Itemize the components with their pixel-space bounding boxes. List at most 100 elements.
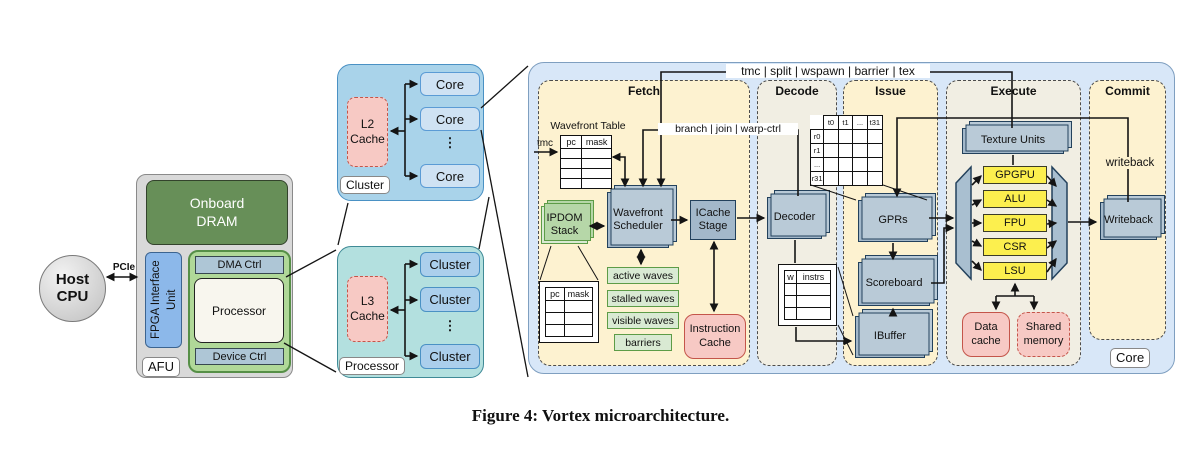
wavefront-scheduler-label: Wavefront Scheduler [613, 206, 663, 232]
l2-cache-box: L2 Cache [347, 97, 388, 167]
decoder-label: Decoder [773, 211, 816, 224]
host-cpu-label: Host CPU [55, 271, 90, 305]
afu-processor-label: Processor [211, 303, 267, 318]
decoder-box: Decoder [767, 197, 822, 239]
register-table-row: r1 [809, 143, 825, 158]
ibuffer-detail-box: w instrs [778, 264, 837, 326]
texture-units-box: Texture Units [962, 128, 1064, 154]
gprs-box: GPRs [858, 200, 928, 242]
ipdom-table-header: pc [545, 287, 565, 301]
ibuffer-table-header: instrs [795, 270, 832, 284]
fpga-interface-unit-label: FPGA Interface Unit [149, 260, 178, 340]
register-table-col: t0 [823, 115, 839, 130]
barriers-label: barriers [625, 336, 661, 349]
cluster-item-label: Cluster [429, 257, 471, 272]
core-item-label: Core [435, 76, 465, 92]
scoreboard-box: Scoreboard [858, 262, 930, 306]
l3-cache-box: L3 Cache [347, 276, 388, 342]
fpga-interface-unit-box: FPGA Interface Unit [145, 252, 182, 348]
cluster-label-chip: Cluster [340, 176, 391, 194]
writeback-box-label: Writeback [1104, 214, 1153, 227]
barriers-box: barriers [614, 334, 672, 351]
core-item-1: Core [420, 72, 480, 96]
fpu-unit-box: FPU [983, 214, 1047, 232]
register-table-col: ... [852, 115, 868, 130]
wavefront-scheduler-box: Wavefront Scheduler [607, 192, 669, 248]
ipdom-stack-label: IPDOM Stack [546, 211, 583, 237]
cluster-item-3: Cluster [420, 344, 480, 369]
cluster-item-label: Cluster [429, 349, 471, 364]
afu-processor-box: Processor [194, 278, 284, 343]
ipdom-stack-box: IPDOM Stack [541, 206, 588, 244]
scoreboard-label: Scoreboard [865, 277, 923, 290]
issue-stage-label: Issue [875, 84, 906, 98]
core-label-chip: Core [1110, 348, 1151, 368]
instruction-cache-label: Instruction Cache [689, 322, 741, 349]
shared-memory-box: Shared memory [1017, 312, 1070, 357]
dma-ctrl-box: DMA Ctrl [195, 256, 284, 274]
onboard-dram-box: Onboard DRAM [146, 180, 288, 245]
afu-label-chip: AFU [142, 357, 180, 377]
figure-caption: Figure 4: Vortex microarchitecture. [471, 406, 730, 425]
core-item-label: Core [435, 168, 465, 184]
csr-unit-box: CSR [983, 238, 1047, 256]
visible-waves-box: visible waves [607, 312, 679, 329]
active-waves-box: active waves [607, 267, 679, 284]
ipdom-detail-box: pc mask [539, 281, 599, 343]
cores-ellipsis: ⋮ [443, 135, 457, 150]
lsu-unit-label: LSU [1004, 265, 1026, 277]
commit-stage-label: Commit [1105, 84, 1150, 98]
register-table-row: ... [809, 157, 825, 172]
wavefront-table-header: pc [559, 135, 583, 149]
dma-ctrl-label: DMA Ctrl [217, 259, 262, 271]
core-item-label: Core [435, 111, 465, 127]
fpu-unit-label: FPU [1004, 217, 1026, 229]
wavefront-table-header: mask [581, 135, 612, 149]
gprs-label: GPRs [878, 214, 908, 227]
stalled-waves-label: stalled waves [611, 292, 675, 305]
device-ctrl-label: Device Ctrl [212, 350, 267, 363]
alu-unit-box: ALU [983, 190, 1047, 208]
host-cpu-circle: Host CPU [39, 255, 106, 322]
icache-stage-label: ICache Stage [695, 206, 731, 232]
ibuffer-table-header: w [784, 270, 797, 284]
tmc-in-label: tmc [536, 138, 554, 149]
clusters-ellipsis: ⋮ [443, 318, 457, 333]
wavefront-table: pc mask [559, 135, 612, 189]
decode-stage-label: Decode [775, 84, 819, 98]
l2-cache-label: L2 Cache [350, 117, 385, 146]
texture-units-label: Texture Units [980, 134, 1046, 147]
lsu-unit-box: LSU [983, 262, 1047, 280]
branch-signal-label: branch | join | warp-ctrl [658, 123, 798, 135]
core-item-2: Core [420, 107, 480, 131]
processor-label-chip: Processor [339, 357, 406, 375]
pcie-label: PCIe [112, 262, 136, 273]
register-table-row: r0 [809, 129, 825, 144]
register-table: t0 t1 ... t31 r0 r1 ... r31 [809, 115, 884, 186]
onboard-dram-label: Onboard DRAM [189, 195, 245, 229]
active-waves-label: active waves [612, 269, 674, 282]
core-item-3: Core [420, 164, 480, 188]
register-table-row: r31 [809, 171, 825, 186]
data-cache-box: Data cache [962, 312, 1010, 357]
writeback-signal-label: writeback [1102, 157, 1158, 169]
ibuffer-label: IBuffer [873, 330, 907, 343]
cluster-item-label: Cluster [429, 292, 471, 307]
ibuffer-box: IBuffer [855, 316, 925, 358]
writeback-box: Writeback [1100, 202, 1157, 240]
register-table-col: t31 [866, 115, 884, 130]
icache-stage-box: ICache Stage [690, 200, 736, 240]
visible-waves-label: visible waves [612, 314, 674, 327]
cluster-item-2: Cluster [420, 287, 480, 312]
execute-stage-label: Execute [990, 84, 1037, 98]
data-cache-label: Data cache [971, 320, 1001, 347]
gpgpu-unit-label: GPGPU [995, 169, 1035, 181]
shared-memory-label: Shared memory [1023, 320, 1064, 347]
gpgpu-unit-box: GPGPU [983, 166, 1047, 184]
csr-unit-label: CSR [1003, 241, 1027, 253]
l3-cache-label: L3 Cache [350, 294, 385, 323]
instruction-cache-box: Instruction Cache [684, 314, 746, 359]
ipdom-table-header: mask [563, 287, 594, 301]
register-table-col: t1 [837, 115, 854, 130]
